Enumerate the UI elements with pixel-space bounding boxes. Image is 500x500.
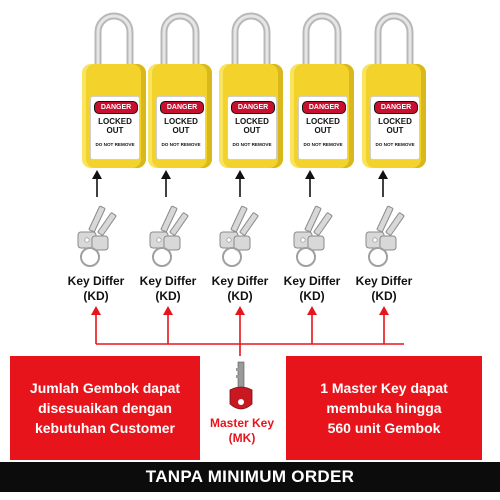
locked-out-text: LOCKED OUT — [235, 117, 269, 135]
master-key-label: Master Key (MK) — [202, 416, 282, 446]
danger-tag: DANGER LOCKED OUT DO NOT REMOVE — [298, 96, 348, 160]
padlock-shackle — [302, 12, 342, 72]
padlock-shackle — [374, 12, 414, 72]
locked-out-text: LOCKED OUT — [306, 117, 340, 135]
key-icon — [149, 205, 189, 267]
padlock-body: DANGER LOCKED OUT DO NOT REMOVE — [219, 64, 283, 168]
danger-text: DANGER — [231, 101, 275, 114]
padlock-shackle — [94, 12, 134, 72]
padlock-shackle — [231, 12, 271, 72]
arrow-up-icon — [305, 170, 315, 197]
danger-tag: DANGER LOCKED OUT DO NOT REMOVE — [90, 96, 140, 160]
locked-out-text: LOCKED OUT — [98, 117, 132, 135]
do-not-remove-text: DO NOT REMOVE — [95, 142, 135, 147]
danger-text: DANGER — [94, 101, 138, 114]
padlock-body: DANGER LOCKED OUT DO NOT REMOVE — [82, 64, 146, 168]
danger-text: DANGER — [160, 101, 204, 114]
key-differ-label: Key Differ(KD) — [126, 274, 210, 304]
left-panel-line: Jumlah Gembok dapat — [29, 380, 181, 396]
key-icon — [77, 205, 117, 267]
key-differ-label-line: (KD) — [155, 289, 181, 303]
left-info-panel: Jumlah Gembok dapat disesuaikan dengan k… — [10, 356, 200, 460]
arrow-up-icon — [235, 170, 245, 197]
key-icon — [219, 205, 259, 267]
locked-out-text: LOCKED OUT — [378, 117, 412, 135]
padlock-icon: DANGER LOCKED OUT DO NOT REMOVE — [219, 12, 283, 168]
danger-tag: DANGER LOCKED OUT DO NOT REMOVE — [156, 96, 206, 160]
key-differ-label: Key Differ(KD) — [342, 274, 426, 304]
key-differ-label-line: (KD) — [83, 289, 109, 303]
padlock-body: DANGER LOCKED OUT DO NOT REMOVE — [290, 64, 354, 168]
padlock-icon: DANGER LOCKED OUT DO NOT REMOVE — [148, 12, 212, 168]
key-differ-label-line: Key Differ — [139, 274, 197, 288]
do-not-remove-text: DO NOT REMOVE — [375, 142, 415, 147]
locked-out-text: LOCKED OUT — [164, 117, 198, 135]
key-differ-label-line: (KD) — [371, 289, 397, 303]
padlock-shackle — [160, 12, 200, 72]
key-differ-label-line: (KD) — [299, 289, 325, 303]
padlock-body: DANGER LOCKED OUT DO NOT REMOVE — [362, 64, 426, 168]
master-key-icon — [229, 361, 253, 410]
key-differ-label: Key Differ(KD) — [270, 274, 354, 304]
key-differ-label: Key Differ(KD) — [54, 274, 138, 304]
key-differ-label-line: Key Differ — [211, 274, 269, 288]
key-differ-label-line: Key Differ — [67, 274, 125, 288]
do-not-remove-text: DO NOT REMOVE — [303, 142, 343, 147]
connector-lines — [91, 306, 404, 356]
key-differ-label-line: Key Differ — [355, 274, 413, 288]
key-differ-label-line: (KD) — [227, 289, 253, 303]
padlock-icon: DANGER LOCKED OUT DO NOT REMOVE — [82, 12, 146, 168]
padlock-icon: DANGER LOCKED OUT DO NOT REMOVE — [290, 12, 354, 168]
arrow-up-icon — [92, 170, 102, 197]
danger-text: DANGER — [374, 101, 418, 114]
key-icon — [365, 205, 405, 267]
right-panel-line: 1 Master Key dapat — [320, 380, 448, 396]
danger-tag: DANGER LOCKED OUT DO NOT REMOVE — [227, 96, 277, 160]
left-panel-line: kebutuhan Customer — [34, 420, 175, 436]
master-key-label-line: Master Key — [209, 416, 275, 430]
footer-banner: TANPA MINIMUM ORDER — [0, 462, 500, 492]
right-panel-line: membuka hingga — [326, 400, 442, 416]
do-not-remove-text: DO NOT REMOVE — [232, 142, 272, 147]
arrow-up-icon — [161, 170, 171, 197]
left-panel-line: disesuaikan dengan — [38, 400, 172, 416]
key-differ-label-line: Key Differ — [283, 274, 341, 288]
arrow-up-icon — [378, 170, 388, 197]
master-key-label-line: (MK) — [228, 431, 256, 445]
key-differ-label: Key Differ(KD) — [198, 274, 282, 304]
padlock-icon: DANGER LOCKED OUT DO NOT REMOVE — [362, 12, 426, 168]
danger-tag: DANGER LOCKED OUT DO NOT REMOVE — [370, 96, 420, 160]
key-icon — [293, 205, 333, 267]
right-panel-line: 560 unit Gembok — [327, 420, 441, 436]
padlock-body: DANGER LOCKED OUT DO NOT REMOVE — [148, 64, 212, 168]
do-not-remove-text: DO NOT REMOVE — [161, 142, 201, 147]
danger-text: DANGER — [302, 101, 346, 114]
right-info-panel: 1 Master Key dapat membuka hingga 560 un… — [286, 356, 482, 460]
